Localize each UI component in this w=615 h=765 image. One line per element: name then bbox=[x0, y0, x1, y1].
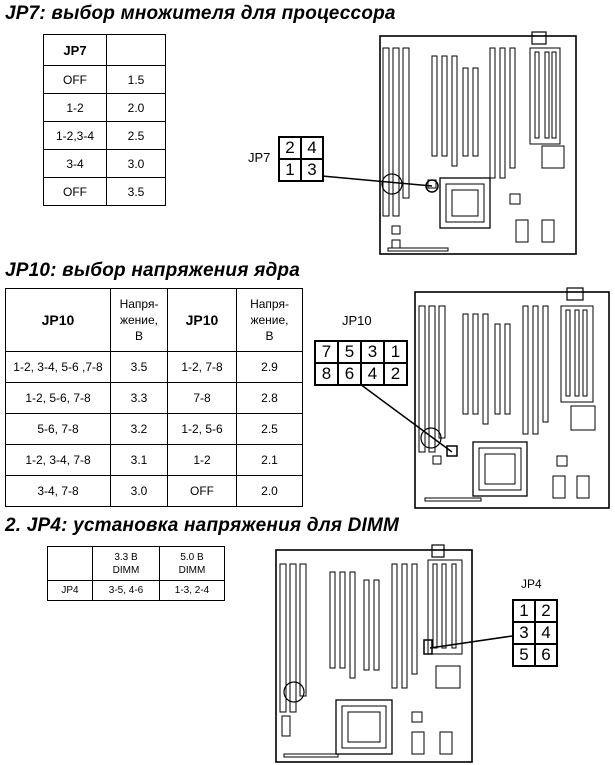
jp7-heading: JP7: выбор множителя для процессора bbox=[5, 3, 396, 24]
table-row: 1-2,3-4 2.5 bbox=[43, 121, 166, 150]
table-row: JP4 3-5, 4-6 1-3, 2-4 bbox=[47, 580, 225, 601]
table-cell: 1-3, 2-4 bbox=[159, 580, 225, 601]
pin-label: 7 bbox=[315, 341, 338, 363]
table-cell: 2.5 bbox=[106, 121, 166, 150]
pin-label: 5 bbox=[338, 341, 361, 363]
jp7-motherboard-diagram bbox=[379, 31, 577, 255]
table-row: 3-4 3.0 bbox=[43, 149, 166, 178]
table-row: OFF 1.5 bbox=[43, 65, 166, 94]
table-header-cell: 3.3 В DIMM bbox=[92, 546, 160, 581]
table-cell: 3.0 bbox=[106, 149, 166, 178]
table-cell: 3.0 bbox=[110, 475, 168, 507]
table-row: 5-6, 7-8 3.2 1-2, 5-6 2.5 bbox=[5, 413, 303, 445]
pin-label: 4 bbox=[361, 363, 384, 385]
table-cell: 1-2 bbox=[167, 444, 237, 476]
table-header-cell: JP7 bbox=[43, 34, 107, 66]
table-header-cell: Напря- жение, В bbox=[236, 288, 303, 352]
jp4-heading: 2. JP4: установка напряжения для DIMM bbox=[5, 515, 400, 536]
jp4-motherboard-diagram bbox=[275, 544, 473, 763]
table-cell: 2.0 bbox=[236, 475, 303, 507]
table-row: 1-2, 3-4, 5-6 ,7-8 3.5 1-2, 7-8 2.9 bbox=[5, 351, 303, 383]
jp10-table: JP10 Напря- жение, В JP10 Напря- жение, … bbox=[5, 288, 303, 507]
pin-label: 6 bbox=[535, 644, 557, 666]
table-row: OFF 3.5 bbox=[43, 177, 166, 206]
pin-label: 1 bbox=[513, 600, 535, 622]
jp7-diagram-label: JP7 bbox=[248, 150, 271, 165]
table-cell: OFF bbox=[43, 177, 107, 206]
pin-label: 3 bbox=[301, 159, 323, 181]
jp7-table: JP7 OFF 1.5 1-2 2.0 1-2,3-4 2.5 3-4 3.0 … bbox=[43, 34, 166, 206]
table-cell: 3-4 bbox=[43, 149, 107, 178]
table-cell: OFF bbox=[167, 475, 237, 507]
table-cell: 3-4, 7-8 bbox=[5, 475, 111, 507]
pin-label: 3 bbox=[513, 622, 535, 644]
table-row: 1-2, 5-6, 7-8 3.3 7-8 2.8 bbox=[5, 382, 303, 414]
table-cell: 3.2 bbox=[110, 413, 168, 445]
table-cell: 1-2,3-4 bbox=[43, 121, 107, 150]
table-row: 1-2, 3-4, 7-8 3.1 1-2 2.1 bbox=[5, 444, 303, 476]
table-cell: 2.0 bbox=[106, 93, 166, 122]
jp4-diagram-label: JP4 bbox=[521, 577, 542, 591]
table-row: 3-4, 7-8 3.0 OFF 2.0 bbox=[5, 475, 303, 507]
jp4-table: 3.3 В DIMM 5.0 В DIMM JP4 3-5, 4-6 1-3, … bbox=[47, 546, 225, 601]
jp10-motherboard-diagram bbox=[414, 287, 610, 509]
jp4-pin-diagram: 1 2 3 4 5 6 bbox=[512, 599, 558, 667]
pin-label: 4 bbox=[535, 622, 557, 644]
table-header-cell: JP10 bbox=[5, 288, 111, 352]
pin-label: 8 bbox=[315, 363, 338, 385]
table-cell: 1-2, 3-4, 7-8 bbox=[5, 444, 111, 476]
jp7-pin-diagram: 2 4 1 3 bbox=[278, 136, 324, 182]
table-cell: 1-2, 5-6 bbox=[167, 413, 237, 445]
pin-label: 4 bbox=[301, 137, 323, 159]
table-cell: 5-6, 7-8 bbox=[5, 413, 111, 445]
pin-label: 3 bbox=[361, 341, 384, 363]
pin-label: 2 bbox=[279, 137, 301, 159]
pin-label: 1 bbox=[279, 159, 301, 181]
pin-label: 1 bbox=[384, 341, 407, 363]
jp10-diagram-label: JP10 bbox=[342, 313, 372, 328]
table-row: 1-2 2.0 bbox=[43, 93, 166, 122]
table-header-row: JP7 bbox=[43, 34, 166, 66]
pin-label: 5 bbox=[513, 644, 535, 666]
table-cell: 1-2, 3-4, 5-6 ,7-8 bbox=[5, 351, 111, 383]
table-cell: 1.5 bbox=[106, 65, 166, 94]
pin-label: 6 bbox=[338, 363, 361, 385]
pin-label: 2 bbox=[535, 600, 557, 622]
pin-label: 2 bbox=[384, 363, 407, 385]
table-header-cell: 5.0 В DIMM bbox=[159, 546, 225, 581]
jp10-heading: JP10: выбор напряжения ядра bbox=[5, 260, 300, 281]
table-cell: 3.5 bbox=[106, 177, 166, 206]
